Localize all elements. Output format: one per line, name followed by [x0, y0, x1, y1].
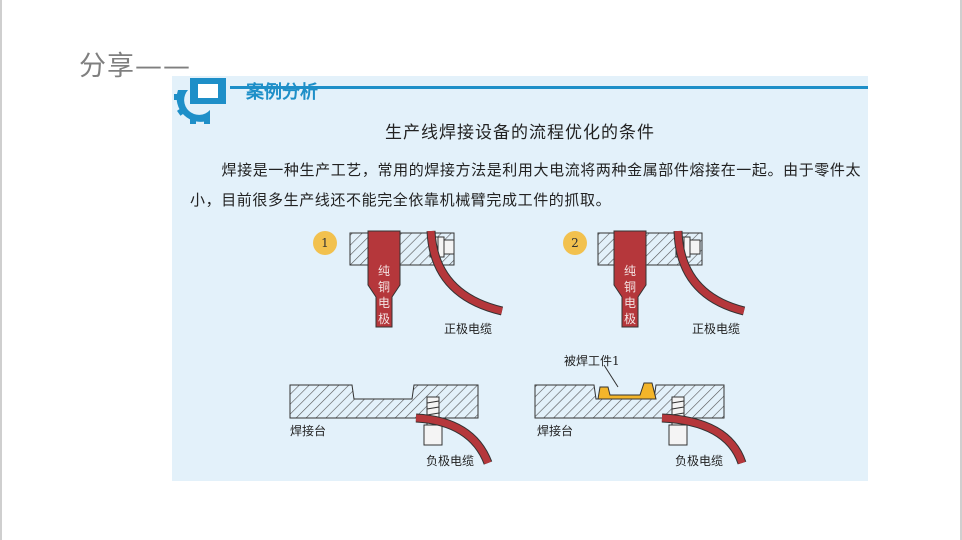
weld-table-1 [289, 384, 479, 419]
svg-text:铜: 铜 [624, 279, 636, 294]
document-title: 生产线焊接设备的流程优化的条件 [385, 123, 655, 143]
gear-icon [174, 78, 226, 124]
svg-text:电: 电 [378, 296, 390, 310]
slide-frame-left [0, 0, 2, 540]
svg-text:纯: 纯 [378, 264, 390, 278]
weld-table-2 [534, 384, 725, 419]
header-rule [230, 86, 868, 89]
negative-cable-1 [415, 414, 492, 465]
weld-table-label-2: 焊接台 [537, 423, 573, 438]
svg-text:铜: 铜 [378, 279, 390, 294]
positive-cable-2 [674, 230, 745, 315]
step-4-diagram: 被焊工件1 焊接台 负极电缆 [534, 353, 747, 468]
svg-text:电: 电 [624, 296, 636, 310]
case-label: 案例分析 [246, 82, 318, 103]
case-panel [172, 76, 868, 481]
positive-cable-label-2: 正极电缆 [692, 322, 740, 336]
negative-cable-2 [661, 414, 746, 465]
weld-table-label-1: 焊接台 [290, 423, 326, 438]
slide-title: 分享—— [79, 51, 191, 82]
intro-paragraph: 焊接是一种生产工艺，常用的焊接方法是利用大电流将两种金属部件熔接在一起。由于零件… [190, 161, 862, 209]
welding-process-diagram: 1 纯 铜 电 极 正极电缆 2 纯 铜 电 极 正极电缆 [289, 230, 747, 468]
svg-text:极: 极 [624, 312, 636, 326]
positive-cable-1 [427, 230, 503, 315]
step-1-badge [313, 231, 337, 255]
svg-text:纯: 纯 [624, 264, 636, 278]
step-1-number: 1 [321, 236, 329, 250]
positive-cable-label-1: 正极电缆 [444, 322, 492, 336]
electrode-2 [613, 230, 647, 328]
electrode-1 [367, 230, 401, 328]
slide-frame-right [960, 0, 962, 540]
workpiece [597, 382, 657, 400]
svg-text:极: 极 [378, 312, 390, 326]
negative-cable-label-1: 负极电缆 [426, 454, 474, 468]
step-2-badge [563, 231, 587, 255]
step-1-diagram: 1 纯 铜 电 极 正极电缆 [313, 230, 504, 336]
step-3-diagram: 焊接台 负极电缆 [289, 384, 493, 468]
step-2-number: 2 [571, 236, 579, 250]
workpiece-label: 被焊工件1 [564, 353, 620, 368]
negative-cable-label-2: 负极电缆 [675, 454, 723, 468]
step-2-diagram: 2 纯 铜 电 极 正极电缆 [563, 230, 746, 336]
